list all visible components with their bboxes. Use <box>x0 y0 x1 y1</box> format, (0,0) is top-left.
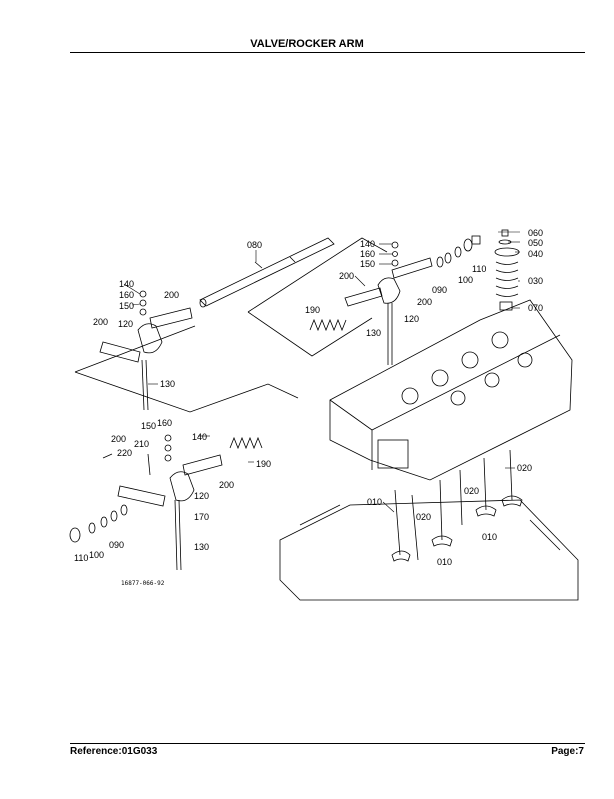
callout-030: 030 <box>528 276 543 286</box>
callout-120: 120 <box>118 319 133 329</box>
callout-090: 090 <box>109 540 124 550</box>
upper-group-outline <box>247 237 388 357</box>
cylinder-head <box>329 299 573 481</box>
callout-110: 110 <box>472 264 486 274</box>
callout-210: 210 <box>134 439 149 449</box>
callout-120: 120 <box>194 491 209 501</box>
callout-010: 010 <box>437 557 452 567</box>
callout-020: 020 <box>464 486 479 496</box>
drawing-code: 16877-066-92 <box>121 580 165 587</box>
callout-150: 150 <box>119 301 134 311</box>
callout-040: 040 <box>528 249 543 259</box>
upper-right-rocker-assembly <box>344 235 481 365</box>
callout-090: 090 <box>432 285 447 295</box>
callout-160: 160 <box>119 290 134 300</box>
footer-rule <box>70 743 585 744</box>
callout-110: 110 <box>74 553 88 563</box>
callout-170: 170 <box>194 512 209 522</box>
callout-140: 140 <box>360 239 375 249</box>
callout-010: 010 <box>482 532 497 542</box>
callout-200: 200 <box>417 297 432 307</box>
callout-160: 160 <box>157 418 172 428</box>
callout-220: 220 <box>117 448 132 458</box>
upper-left-rocker-assembly <box>99 290 193 411</box>
callout-200: 200 <box>339 271 354 281</box>
page-title: VALVE/ROCKER ARM <box>250 38 364 50</box>
callout-190: 190 <box>305 305 320 315</box>
header-rule <box>70 52 585 53</box>
callout-200: 200 <box>111 434 126 444</box>
callout-200: 200 <box>93 317 108 327</box>
callout-160: 160 <box>360 249 375 259</box>
callout-020: 020 <box>416 512 431 522</box>
reference-label: Reference:01G033 <box>70 746 158 757</box>
callout-labels: 080 140 160 150 200 190 130 120 200 090 … <box>74 228 543 587</box>
callout-140: 140 <box>119 279 134 289</box>
left-group-outline <box>74 325 299 413</box>
callout-120: 120 <box>404 314 419 324</box>
callout-150: 150 <box>360 259 375 269</box>
page-number: Page:7 <box>551 746 584 757</box>
callout-140: 140 <box>192 432 207 442</box>
callout-060: 060 <box>528 228 543 238</box>
callout-130: 130 <box>366 328 381 338</box>
lower-left-rocker-assembly <box>69 434 263 571</box>
callout-200: 200 <box>164 290 179 300</box>
callout-100: 100 <box>89 550 104 560</box>
callout-130: 130 <box>194 542 209 552</box>
engine-block <box>279 499 579 601</box>
callout-130: 130 <box>160 379 175 389</box>
callout-150: 150 <box>141 421 156 431</box>
callout-190: 190 <box>256 459 271 469</box>
callout-100: 100 <box>458 275 473 285</box>
callout-020: 020 <box>517 463 532 473</box>
callout-010: 010 <box>367 497 382 507</box>
rocker-shaft <box>199 237 335 308</box>
valves <box>391 449 523 562</box>
callout-070: 070 <box>528 303 543 313</box>
callout-050: 050 <box>528 238 543 248</box>
rocker-spring-upper <box>309 318 347 332</box>
callout-080: 080 <box>247 240 262 250</box>
leader-lines <box>123 231 520 513</box>
callout-200: 200 <box>219 480 234 490</box>
